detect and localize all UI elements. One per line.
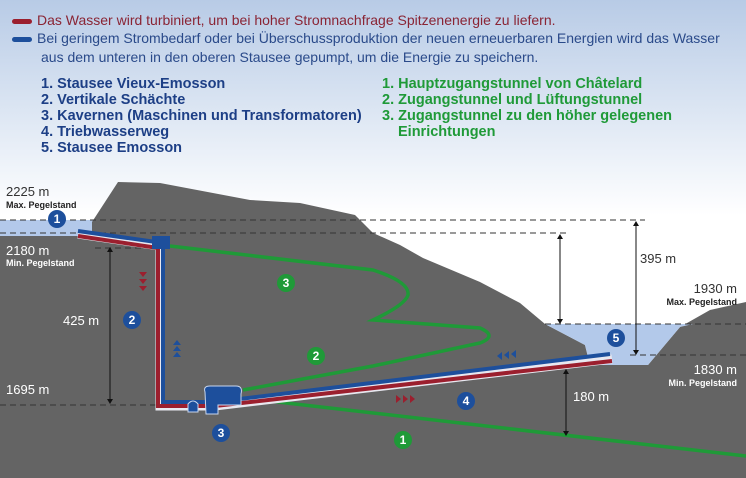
svg-text:1: 1 [54,212,61,226]
dimension-arrows [109,224,637,433]
lower-min-label: Min. Pegelstand [668,378,737,388]
badge-tunnel-3: 3 [277,274,295,292]
lower-max-label: Max. Pegelstand [666,297,737,307]
lower-min-level: 1830 m [694,362,737,377]
upper-max-label: Max. Pegelstand [6,200,77,210]
upper-min-label: Min. Pegelstand [6,258,75,268]
svg-text:3: 3 [283,276,290,290]
legend-pump: Bei geringem Strombedarf oder bei Übersc… [12,29,720,67]
badge-shafts-2: 2 [123,311,141,329]
list-item: 3. Zugangstunnel zu den höher gelegenen [382,108,673,124]
dim-180: 180 m [573,389,609,404]
dim-250: 250 m [565,267,601,282]
badge-tunnel-2: 2 [307,347,325,365]
transformer-cavern [187,400,199,413]
svg-text:5: 5 [613,331,620,345]
list-item: Einrichtungen [398,124,496,140]
turbine-flow-arrows [139,272,415,403]
blue-line-icon [12,36,32,42]
cavern [204,385,242,415]
tunnel-list: 1. Hauptzugangstunnel von Châtelard 2. Z… [382,76,672,140]
dim-395: 395 m [640,251,676,266]
waterway [77,229,613,415]
upper-reservoir-water [0,220,100,236]
svg-text:2: 2 [313,349,320,363]
list-item: 1. Stausee Vieux-Emosson [41,76,226,92]
svg-text:3: 3 [218,426,225,440]
tunnel-2 [242,364,374,392]
intake [152,236,170,249]
access-tunnels [169,244,746,458]
list-item: 2. Vertikale Schächte [41,92,186,108]
badge-caverns-3: 3 [212,424,230,442]
badge-reservoir-1: 1 [48,210,66,228]
shaft-height: 425 m [63,313,99,328]
upper-min-level: 2180 m [6,243,49,258]
tunnel-1 [242,396,746,458]
list-item: 5. Stausee Emosson [41,140,183,156]
tunnel-3 [169,244,491,368]
cavern-level: 1695 m [6,382,49,397]
list-item: 4. Triebwasserweg [41,124,170,140]
list-item: 2. Zugangstunnel und Lüftungstunnel [382,92,643,108]
lower-max-level: 1930 m [694,281,737,296]
badge-reservoir-5: 5 [607,329,625,347]
pump-flow-arrows [173,340,516,360]
legend-turbine: Das Wasser wird turbiniert, um bei hoher… [12,11,556,30]
svg-text:1: 1 [400,433,407,447]
badge-tunnel-1: 1 [394,431,412,449]
svg-text:4: 4 [463,394,470,408]
component-list: 1. Stausee Vieux-Emosson 2. Vertikale Sc… [41,76,362,156]
badge-waterway-4: 4 [457,392,475,410]
list-item: 1. Hauptzugangstunnel von Châtelard [382,76,643,92]
list-item: 3. Kavernen (Maschinen und Transformator… [41,108,362,124]
red-line-icon [12,18,32,24]
upper-max-level: 2225 m [6,184,49,199]
svg-text:2: 2 [129,313,136,327]
